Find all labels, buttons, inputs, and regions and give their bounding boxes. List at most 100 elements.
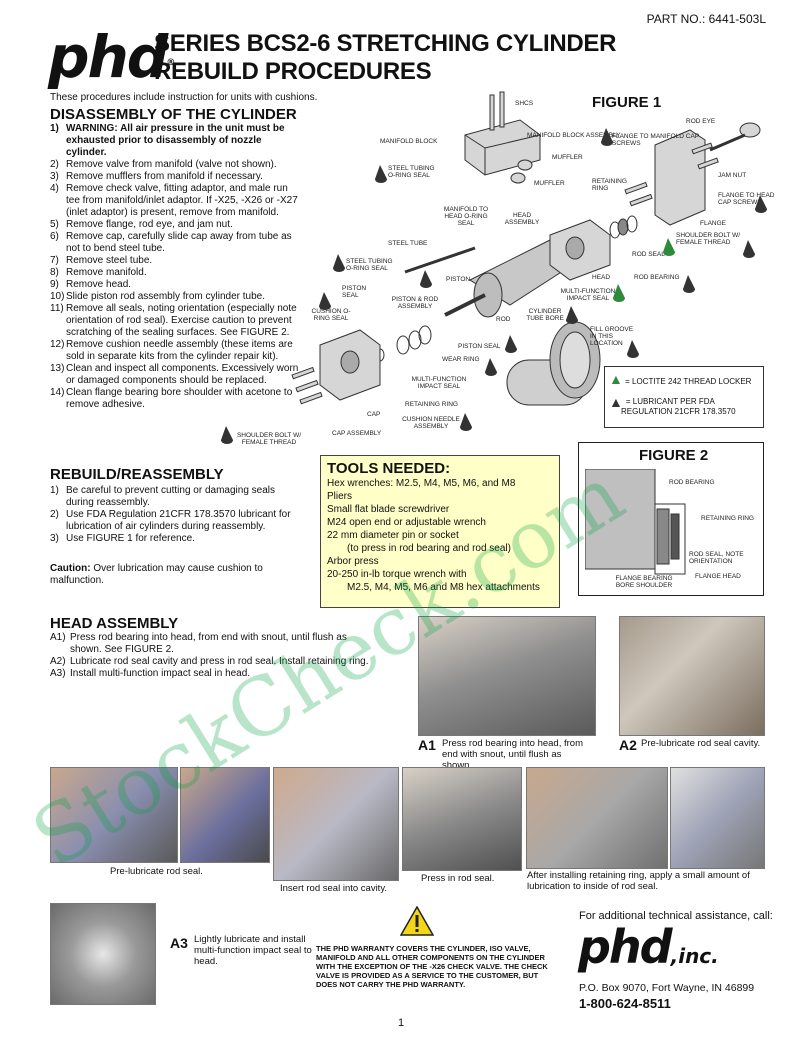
label-steel-tubing-oring-seal-2: STEEL TUBING O-RING SEAL (346, 258, 393, 272)
page-number: 1 (398, 1017, 405, 1029)
list-item: 10)Slide piston rod assembly from cylind… (50, 291, 265, 302)
list-item: 13)Clean and inspect all components. Exc… (50, 363, 299, 386)
dropper-icons (221, 128, 767, 444)
dropper-icon (333, 254, 345, 272)
lubricant-dropper-icon: ▲ (609, 394, 623, 410)
label-shoulder-bolt-2: SHOULDER BOLT W/ FEMALE THREAD (236, 432, 302, 446)
dropper-icon (375, 165, 387, 183)
list-item: A3)Install multi-function impact seal in… (50, 668, 251, 679)
list-item: 2)Use FDA Regulation 21CFR 178.3570 lubr… (50, 509, 291, 532)
list-item: 6)Remove cap, carefully slide cap away f… (50, 231, 292, 254)
label-muffler-1: MUFFLER (552, 154, 583, 161)
photo-after-1 (526, 767, 668, 869)
label-head-assembly: HEAD ASSEMBLY (504, 212, 540, 226)
dropper-icon (319, 292, 331, 310)
label-piston-seal: PISTON SEAL (458, 343, 501, 350)
dropper-icon (743, 240, 755, 258)
label-retaining-ring: RETAINING RING (592, 178, 627, 192)
label-cushion-oring-seal: CUSHION O-RING SEAL (311, 308, 351, 322)
tools-needed-box: TOOLS NEEDED: Hex wrenches: M2.5, M4, M5… (320, 455, 560, 608)
photo-a1 (418, 616, 596, 736)
tools-heading: TOOLS NEEDED: (327, 460, 451, 477)
loctite-dropper-icon (613, 284, 625, 302)
loctite-dropper-icon: ▲ (609, 371, 623, 387)
tools-line: Arbor press (327, 556, 379, 567)
rebuild-steps: 1)Be careful to prevent cutting or damag… (50, 485, 305, 545)
assistance-text: For additional technical assistance, cal… (579, 910, 773, 922)
label-shcs: SHCS (515, 100, 534, 107)
fig2-label-retaining-ring: RETAINING RING (701, 515, 754, 522)
tools-line: 20-250 in-lb torque wrench with (327, 569, 467, 580)
list-item: 3)Use FIGURE 1 for reference. (50, 533, 195, 544)
logo-inc: ,inc. (670, 944, 719, 968)
list-item: 1)WARNING: All air pressure in the unit … (50, 123, 285, 158)
prelube-caption: Pre-lubricate rod seal. (110, 866, 203, 877)
fig2-label-rod-seal: ROD SEAL, NOTE ORIENTATION (689, 551, 744, 565)
dropper-icon (485, 358, 497, 376)
tools-line: Pliers (327, 491, 353, 502)
label-multi-function: MULTI-FUNCTION IMPACT SEAL (411, 376, 467, 390)
photo-insert (273, 767, 399, 881)
head-assembly-heading: HEAD ASSEMBLY (50, 615, 179, 632)
label-retaining-ring-2: RETAINING RING (405, 401, 458, 408)
a2-tag: A2 (619, 737, 637, 753)
label-rod-seal: ROD SEAL (632, 251, 665, 258)
dropper-icon (505, 335, 517, 353)
list-item: A1)Press rod bearing into head, from end… (50, 632, 347, 655)
figure1-title: FIGURE 1 (592, 94, 662, 111)
press-caption: Press in rod seal. (421, 873, 495, 884)
logo-text: phd (578, 920, 673, 974)
list-item: 5)Remove flange, rod eye, and jam nut. (50, 219, 233, 230)
list-item: 1)Be careful to prevent cutting or damag… (50, 485, 276, 508)
dropper-icon (627, 340, 639, 358)
tools-line: Hex wrenches: M2.5, M4, M5, M6, and M8 (327, 478, 516, 489)
disassembly-heading: DISASSEMBLY OF THE CYLINDER (50, 106, 297, 123)
tools-line: 22 mm diameter pin or socket (327, 530, 459, 541)
tools-line: Small flat blade screwdriver (327, 504, 450, 515)
a2-caption: Pre-lubricate rod seal cavity. (641, 738, 761, 749)
photo-prelube-2 (180, 767, 270, 863)
label-rod: ROD (496, 316, 511, 323)
label-steel-tube: STEEL TUBE (388, 240, 428, 247)
figure2-title: FIGURE 2 (639, 447, 709, 464)
a3-caption: Lightly lubricate and install multi-func… (194, 934, 312, 967)
label-cylinder-tube-bore: CYLINDER TUBE BORE (526, 308, 564, 322)
loctite-dropper-icon (663, 238, 675, 256)
label-manifold-block-assembly: MANIFOLD BLOCK ASSEMBLY (527, 132, 621, 139)
tools-line: M24 open end or adjustable wrench (327, 517, 486, 528)
list-item: 14)Clean flange bearing bore shoulder wi… (50, 387, 293, 410)
rebuild-heading: REBUILD/REASSEMBLY (50, 466, 224, 483)
label-cap: CAP (367, 411, 381, 418)
list-item: A2)Lubricate rod seal cavity and press i… (50, 656, 369, 667)
fig2-label-flange-bearing: FLANGE BEARING BORE SHOULDER (615, 575, 673, 589)
fig2-label-rod-bearing: ROD BEARING (669, 479, 715, 486)
label-piston: PISTON (446, 276, 471, 283)
label-flange-to-head: FLANGE TO HEAD CAP SCREWS (718, 192, 775, 206)
dropper-icon (221, 426, 233, 444)
label-flange-to-manifold: FLANGE TO MANIFOLD CAP SCREWS (612, 133, 700, 147)
label-multi-function-top: MULTI-FUNCTION IMPACT SEAL (560, 288, 616, 302)
warranty-text: THE PHD WARRANTY COVERS THE CYLINDER, IS… (316, 944, 548, 989)
head-assembly-steps: A1)Press rod bearing into head, from end… (50, 632, 370, 680)
company-phone: 1-800-624-8511 (579, 996, 671, 1011)
disassembly-steps: 1)WARNING: All air pressure in the unit … (50, 123, 302, 411)
dropper-icon (601, 128, 613, 146)
a1-tag: A1 (418, 737, 436, 753)
list-item: 3)Remove mufflers from manifold if neces… (50, 171, 263, 182)
caution-note: Caution: Over lubrication may cause cush… (50, 563, 263, 586)
list-item: 11)Remove all seals, noting orientation … (50, 303, 297, 338)
label-rod-eye: ROD EYE (686, 118, 716, 125)
a1-caption: Press rod bearing into head, from end wi… (442, 738, 583, 771)
figure2-box: FIGURE 2 ROD BEARING RETAINING RING ROD … (578, 442, 764, 596)
company-address: P.O. Box 9070, Fort Wayne, IN 46899 (579, 982, 755, 994)
label-wear-ring: WEAR RING (442, 356, 480, 363)
list-item: 8)Remove manifold. (50, 267, 147, 278)
fig2-label-flange-head: FLANGE HEAD (695, 573, 741, 580)
label-muffler-2: MUFFLER (534, 180, 565, 187)
warning-icon (400, 906, 434, 936)
dropper-icon (460, 413, 472, 431)
dropper-icon (683, 275, 695, 293)
dropper-icon (755, 195, 767, 213)
label-fill-groove: FILL GROOVE IN THIS LOCATION (590, 326, 634, 347)
logo-registered: ® (166, 58, 175, 68)
